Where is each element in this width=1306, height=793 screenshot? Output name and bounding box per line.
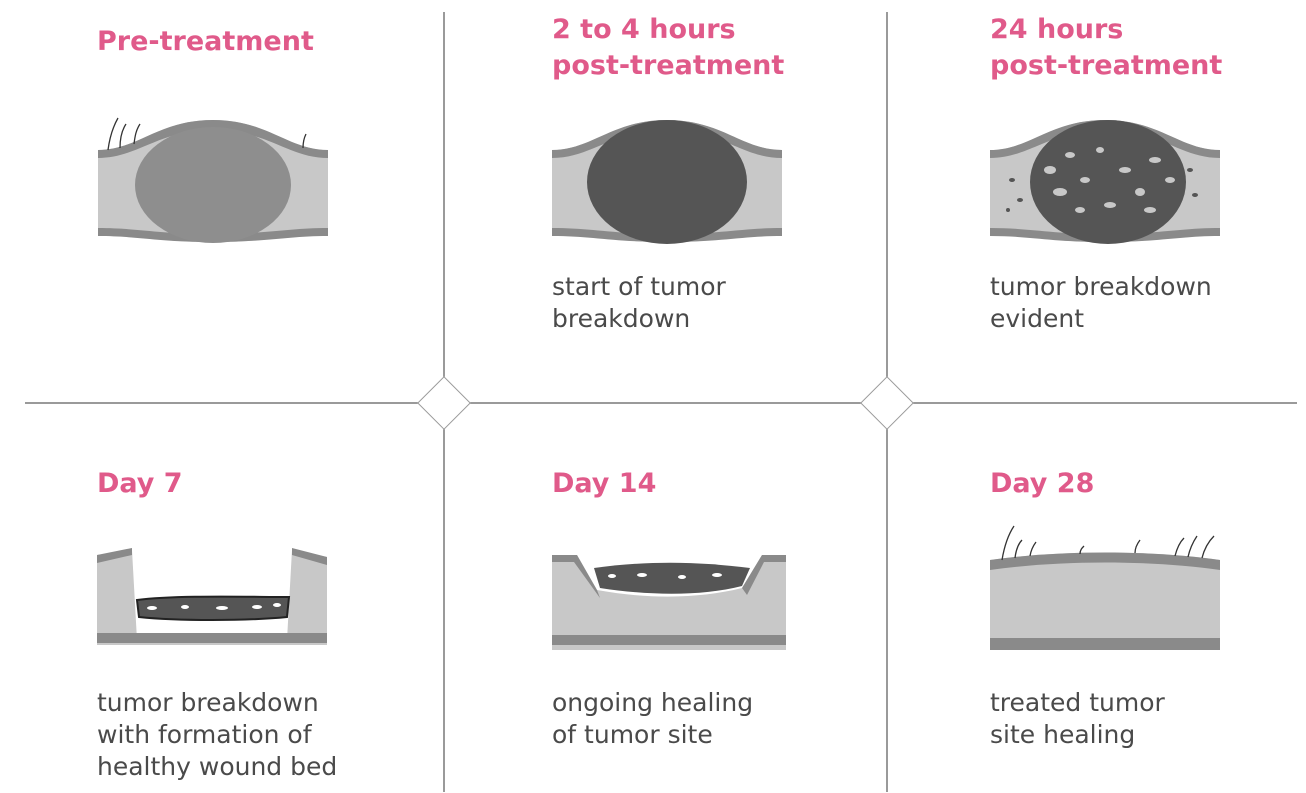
panel-caption-24-hours: tumor breakdown evident (990, 271, 1212, 335)
panel-caption-day-28: treated tumor site healing (990, 687, 1165, 751)
day-28-illustration (990, 520, 1220, 655)
day-14-illustration (552, 550, 786, 655)
panel-caption-day-7: tumor breakdown with formation of health… (97, 687, 337, 783)
panel-caption-2-4-hours: start of tumor breakdown (552, 271, 726, 335)
panel-title-2-4-hours: 2 to 4 hours post-treatment (552, 12, 784, 84)
panel-title-day-14: Day 14 (552, 466, 656, 502)
24-hours-illustration (990, 110, 1220, 245)
2-4-hours-illustration (552, 110, 782, 245)
divider-diamond-left (417, 376, 471, 430)
panel-caption-day-14: ongoing healing of tumor site (552, 687, 753, 751)
panel-title-day-28: Day 28 (990, 466, 1094, 502)
panel-title-pre-treatment: Pre-treatment (97, 24, 314, 60)
divider-diamond-right (860, 376, 914, 430)
day-7-illustration (97, 545, 327, 655)
panel-title-day-7: Day 7 (97, 466, 183, 502)
panel-title-24-hours: 24 hours post-treatment (990, 12, 1222, 84)
horizontal-divider (25, 402, 1297, 404)
pre-treatment-illustration (98, 110, 328, 245)
